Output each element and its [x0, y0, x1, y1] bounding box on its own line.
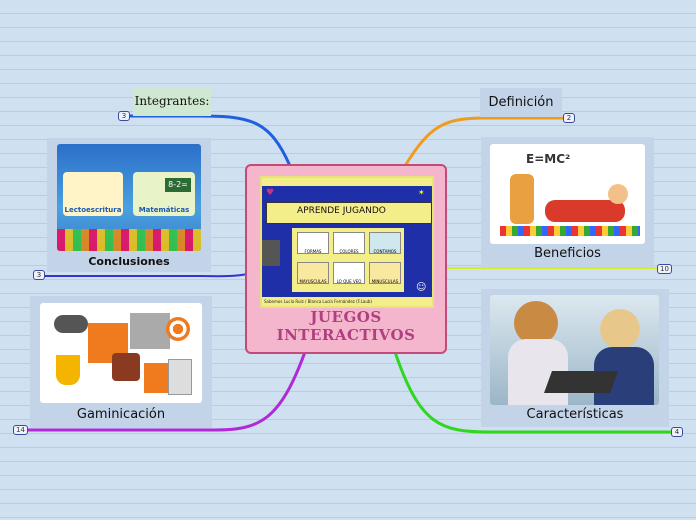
link-integrantes — [130, 114, 292, 167]
conclusiones-count-badge[interactable]: 3 — [33, 270, 45, 280]
topic-conclusiones-label: Conclusiones — [88, 255, 170, 268]
central-topic-title-line2: INTERACTIVOS — [276, 326, 416, 344]
topic-beneficios[interactable]: E=MC² Beneficios — [481, 137, 654, 267]
center-slide-image: ♥ ✶ APRENDE JUGANDO FORMAS COLORES CONTA… — [260, 176, 434, 308]
caracteristicas-image — [490, 295, 659, 405]
topic-gaminicacion[interactable]: Gaminicación — [30, 296, 212, 428]
topic-definicion-label: Definición — [488, 95, 554, 110]
central-topic[interactable]: ♥ ✶ APRENDE JUGANDO FORMAS COLORES CONTA… — [245, 164, 447, 354]
formula-text: E=MC² — [526, 152, 571, 166]
beneficios-image: E=MC² — [490, 144, 645, 244]
slide-heading: APRENDE JUGANDO — [297, 206, 386, 216]
stick-figure-icon: ☺ — [416, 282, 427, 293]
chalkboard-text: 8-2= — [165, 178, 191, 192]
heart-icon: ♥ — [266, 188, 275, 198]
integrantes-count-badge[interactable]: 3 — [118, 111, 130, 121]
link-definicion — [403, 116, 570, 167]
tile-contamos: CONTAMOS — [369, 232, 401, 254]
star-icon: ✶ — [418, 188, 425, 197]
tile-lo-que-veo: LO QUE VEO — [333, 262, 365, 284]
conclusiones-image: Lectoescritura Matemáticas 8-2= — [57, 144, 201, 251]
tile-minusculas: MINUSCULAS — [369, 262, 401, 284]
topic-integrantes-label: Integrantes: — [134, 94, 210, 108]
topic-definicion[interactable]: Definición — [480, 88, 562, 117]
caracteristicas-count-badge[interactable]: 4 — [671, 427, 683, 437]
topic-gaminicacion-label: Gaminicación — [76, 407, 166, 422]
beneficios-count-badge[interactable]: 10 — [657, 264, 672, 274]
topic-beneficios-label: Beneficios — [534, 246, 601, 261]
link-caracteristicas — [393, 351, 678, 434]
central-topic-title-line1: JUEGOS — [310, 308, 382, 326]
topic-caracteristicas[interactable]: Características — [481, 289, 669, 427]
matematicas-text: Matemáticas — [138, 206, 190, 214]
topic-conclusiones[interactable]: Lectoescritura Matemáticas 8-2= Conclusi… — [47, 138, 211, 272]
topic-integrantes[interactable]: Integrantes: — [133, 88, 211, 116]
topic-caracteristicas-label: Características — [526, 407, 624, 422]
lectoescritura-text: Lectoescritura — [64, 206, 122, 214]
tile-mayusculas: MAYUSCULAS — [297, 262, 329, 284]
slide-footer: Sabemos Lucía Ruíz / Blanca Lucía Fernán… — [264, 299, 372, 304]
definicion-count-badge[interactable]: 2 — [563, 113, 575, 123]
link-gaminicacion — [25, 351, 307, 432]
gaminicacion-image — [40, 303, 202, 403]
gaminicacion-count-badge[interactable]: 14 — [13, 425, 28, 435]
tile-formas: FORMAS — [297, 232, 329, 254]
tile-colores: COLORES — [333, 232, 365, 254]
